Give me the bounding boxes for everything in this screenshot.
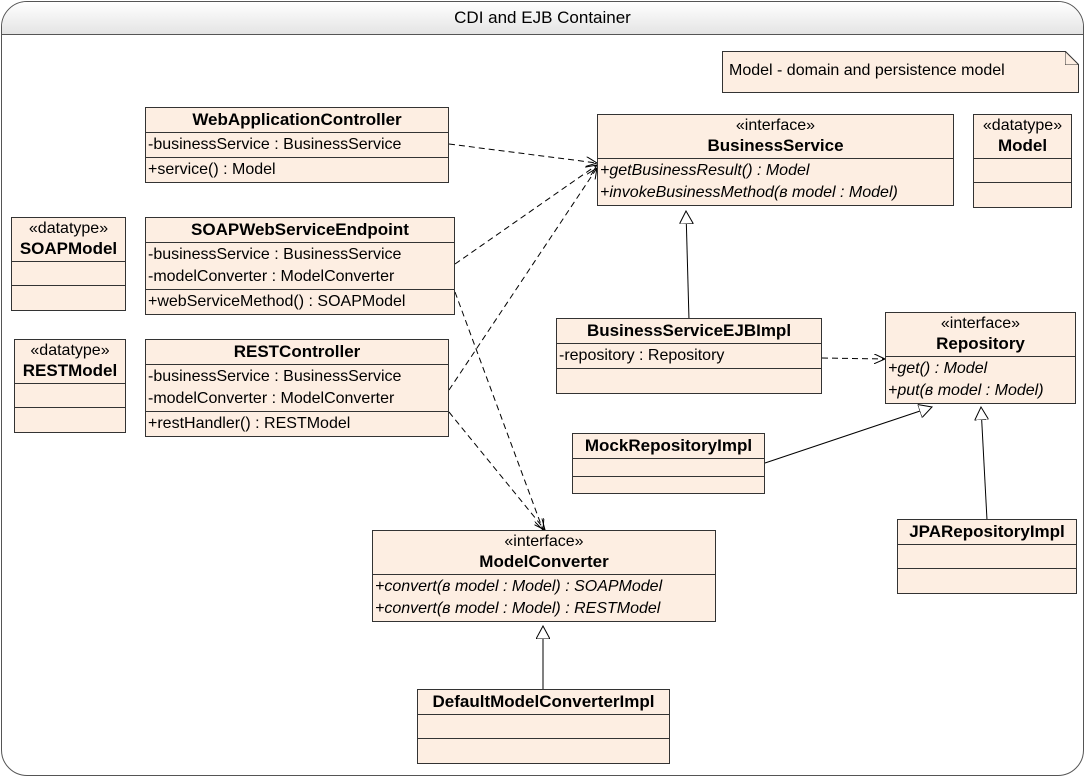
class-soap-web-service-endpoint[interactable]: SOAPWebServiceEndpoint -businessService … xyxy=(145,217,455,315)
datatype-rest-model[interactable]: «datatype» RESTModel xyxy=(14,339,126,433)
operations-section xyxy=(12,286,125,310)
class-web-application-controller[interactable]: WebApplicationController -businessServic… xyxy=(145,107,449,183)
operations-section xyxy=(898,569,1076,593)
datatype-soap-model[interactable]: «datatype» SOAPModel xyxy=(11,217,126,311)
operations-section: +service() : Model xyxy=(146,158,448,182)
class-name: WebApplicationController xyxy=(192,110,402,129)
attribute: -modelConverter : ModelConverter xyxy=(148,390,395,407)
attributes-section xyxy=(573,459,764,477)
class-name: JPARepositoryImpl xyxy=(909,522,1065,541)
attributes-section xyxy=(974,159,1071,183)
attributes-section xyxy=(12,262,125,286)
operations-section: +restHandler() : RESTModel xyxy=(146,412,448,436)
interface-repository[interactable]: «interface» Repository +get() : Model +p… xyxy=(885,312,1076,404)
class-name: RESTModel xyxy=(22,361,118,380)
class-name: Repository xyxy=(936,334,1025,353)
operations-section xyxy=(974,183,1071,207)
operations-section: +convert(в model : Model) : SOAPModel +c… xyxy=(373,575,715,621)
attributes-section xyxy=(898,545,1076,569)
realize-ejbimpl-to-businessservice xyxy=(686,211,689,321)
stereotype: «interface» xyxy=(940,315,1021,332)
operations-section xyxy=(418,739,669,763)
dep-soap-to-modelconverter xyxy=(454,291,543,530)
operations-section xyxy=(573,477,764,493)
realize-mock-to-repository xyxy=(764,407,932,464)
class-name: DefaultModelConverterImpl xyxy=(432,692,655,711)
attributes-section: -businessService : BusinessService -mode… xyxy=(146,243,454,290)
container-header: CDI and EJB Container xyxy=(2,2,1083,35)
attribute: -businessService : BusinessService xyxy=(148,368,402,385)
attributes-section xyxy=(15,384,125,408)
operation: +restHandler() : RESTModel xyxy=(148,415,351,432)
dep-soap-to-businessservice xyxy=(454,165,597,265)
operations-section: +webServiceMethod() : SOAPModel xyxy=(146,290,454,314)
class-default-model-converter-impl[interactable]: DefaultModelConverterImpl xyxy=(417,689,670,764)
stereotype: «interface» xyxy=(735,117,816,134)
note-text: Model - domain and persistence model xyxy=(729,62,1005,79)
attributes-section: -businessService : BusinessService xyxy=(146,133,448,158)
note-fold-icon xyxy=(1065,51,1079,65)
class-name: BusinessService xyxy=(707,136,844,155)
note: Model - domain and persistence model xyxy=(722,51,1079,93)
attribute: -businessService : BusinessService xyxy=(148,246,402,263)
class-jpa-repository-impl[interactable]: JPARepositoryImpl xyxy=(897,519,1077,594)
interface-business-service[interactable]: «interface» BusinessService +getBusiness… xyxy=(597,114,954,206)
dep-rest-to-modelconverter xyxy=(448,411,545,530)
stereotype: «datatype» xyxy=(982,117,1063,134)
class-mock-repository-impl[interactable]: MockRepositoryImpl xyxy=(572,433,765,494)
dep-webapp-to-businessservice xyxy=(448,143,597,163)
operations-section: +get() : Model +put(в model : Model) xyxy=(886,357,1075,403)
class-name: RESTController xyxy=(233,342,361,361)
operations-section xyxy=(557,369,821,393)
operation: +convert(в model : Model) : RESTModel xyxy=(375,600,661,617)
stereotype: «datatype» xyxy=(30,342,110,359)
operation: +invokeBusinessMethod(в model : Model) xyxy=(600,184,898,201)
class-business-service-ejb-impl[interactable]: BusinessServiceEJBImpl -repository : Rep… xyxy=(556,318,822,394)
operation: +put(в model : Model) xyxy=(888,382,1044,399)
operation: +webServiceMethod() : SOAPModel xyxy=(148,293,406,310)
attributes-section: -businessService : BusinessService -mode… xyxy=(146,365,448,412)
attribute: -repository : Repository xyxy=(559,347,725,364)
operation: +get() : Model xyxy=(888,360,988,377)
class-name: SOAPWebServiceEndpoint xyxy=(191,220,409,239)
class-rest-controller[interactable]: RESTController -businessService : Busine… xyxy=(145,339,449,437)
operations-section: +getBusinessResult() : Model +invokeBusi… xyxy=(598,159,953,205)
interface-model-converter[interactable]: «interface» ModelConverter +convert(в mo… xyxy=(372,530,716,622)
class-name: ModelConverter xyxy=(479,552,609,571)
operations-section xyxy=(15,408,125,432)
class-name: BusinessServiceEJBImpl xyxy=(586,321,792,340)
attributes-section: -repository : Repository xyxy=(557,344,821,369)
container-title: CDI and EJB Container xyxy=(454,8,631,27)
operation: +getBusinessResult() : Model xyxy=(600,162,810,179)
attribute: -modelConverter : ModelConverter xyxy=(148,268,395,285)
attributes-section xyxy=(418,715,669,739)
realize-jpa-to-repository xyxy=(981,407,987,521)
operation: +service() : Model xyxy=(148,161,276,178)
operation: +convert(в model : Model) : SOAPModel xyxy=(375,578,663,595)
attribute: -businessService : BusinessService xyxy=(148,136,402,153)
dep-rest-to-businessservice xyxy=(448,168,597,391)
stereotype: «interface» xyxy=(504,533,584,550)
dep-ejbimpl-to-repository xyxy=(821,358,885,359)
class-name: SOAPModel xyxy=(19,239,118,258)
stereotype: «datatype» xyxy=(28,220,109,237)
class-name: MockRepositoryImpl xyxy=(584,436,753,455)
datatype-model[interactable]: «datatype» Model xyxy=(973,114,1072,208)
class-name: Model xyxy=(997,136,1048,155)
